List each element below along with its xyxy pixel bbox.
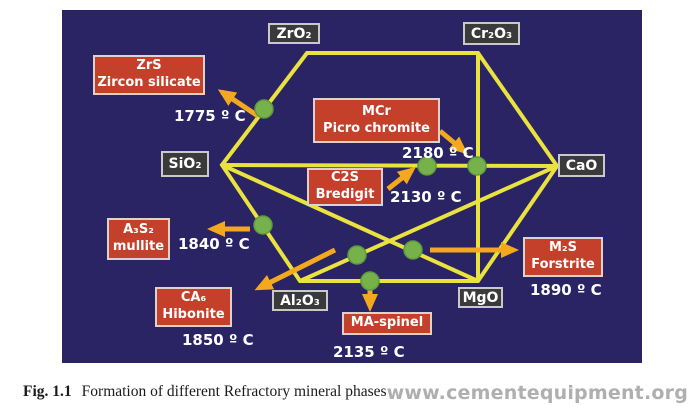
phase-box-mullite: A₃S₂ mullite [107,218,170,260]
caption-number: Fig. 1.1 [23,383,72,400]
phase-box-bredigite: C2S Bredigit [307,168,383,206]
arrow-bredigite [386,166,416,191]
phase-formula-forsterite: M₂S [549,240,577,256]
phase-diagram-panel: ZrO₂ Cr₂O₃ SiO₂ CaO MgO Al₂O₃ ZrS Zircon… [62,10,642,363]
phase-formula-bredigite: C2S [331,170,359,186]
oxide-label-cr2o3: Cr₂O₃ [470,25,513,42]
oxide-label-zro2: ZrO₂ [276,25,312,42]
phase-name-forsterite: Forstrite [531,257,595,272]
oxide-box-cr2o3: Cr₂O₃ [463,22,520,45]
phase-name-hibonite: Hibonite [162,307,225,322]
temp-label-mullite: 1840 º C [178,235,250,253]
oxide-label-sio2: SiO₂ [168,156,202,172]
caption-text: Formation of different Refractory minera… [81,383,387,400]
node-bredigite [417,156,437,176]
phase-name-picrochromite: Picro chromite [323,120,430,136]
phase-box-forsterite: M₂S Forstrite [523,237,603,277]
tie-line-network [207,51,560,312]
oxide-box-cao: CaO [558,154,605,177]
oxide-box-sio2: SiO₂ [161,151,209,177]
phase-formula-hibonite: CA₆ [180,290,207,306]
chord-sio2-mgo [221,163,479,283]
node-forsterite [403,240,423,260]
phase-name-zircon: Zircon silicate [97,75,201,90]
watermark-text: www.cementequipment.org [386,382,688,404]
temp-label-picrochromite: 2180 º C [402,144,474,162]
phase-name-bredigite: Bredigit [315,187,375,202]
oxide-box-zro2: ZrO₂ [268,23,320,44]
oxide-label-mgo: MgO [462,289,499,306]
phase-box-spinel: MA-spinel [342,312,432,335]
arrow-hibonite [254,247,337,291]
arrow-picrochromite [438,129,468,155]
phase-box-zircon: ZrS Zircon silicate [93,55,205,95]
node-mullite [253,215,273,235]
node-zircon [254,99,274,119]
chord-sio2-cao [221,163,558,168]
temp-label-zircon: 1775 º C [174,107,246,125]
phase-name-mullite: mullite [112,239,165,254]
arrow-zircon [217,89,260,119]
node-spinel [360,271,380,291]
oxide-label-cao: CaO [565,157,598,174]
chord-cao-al2o3 [299,164,558,283]
phase-box-hibonite: CA₆ Hibonite [155,287,232,327]
figure-caption: Fig. 1.1 Formation of different Refractor… [23,383,387,401]
phase-formula-spinel: MA-spinel [350,315,424,331]
oxide-box-al2o3: Al₂O₃ [272,290,328,311]
oxide-box-mgo: MgO [458,287,503,308]
phase-box-picrochromite: MCr Picro chromite [313,98,440,143]
phase-formula-mullite: A₃S₂ [123,222,154,238]
temp-label-spinel: 2135 º C [333,343,405,361]
temp-label-forsterite: 1890 º C [530,281,602,299]
temp-label-hibonite: 1850 º C [182,331,254,349]
node-hibonite [347,245,367,265]
phase-formula-picrochromite: MCr [362,103,391,119]
phase-formula-zircon: ZrS [136,58,162,74]
temp-label-bredigite: 2130 º C [390,188,462,206]
node-picrochromite [467,156,487,176]
oxide-label-al2o3: Al₂O₃ [280,292,320,309]
